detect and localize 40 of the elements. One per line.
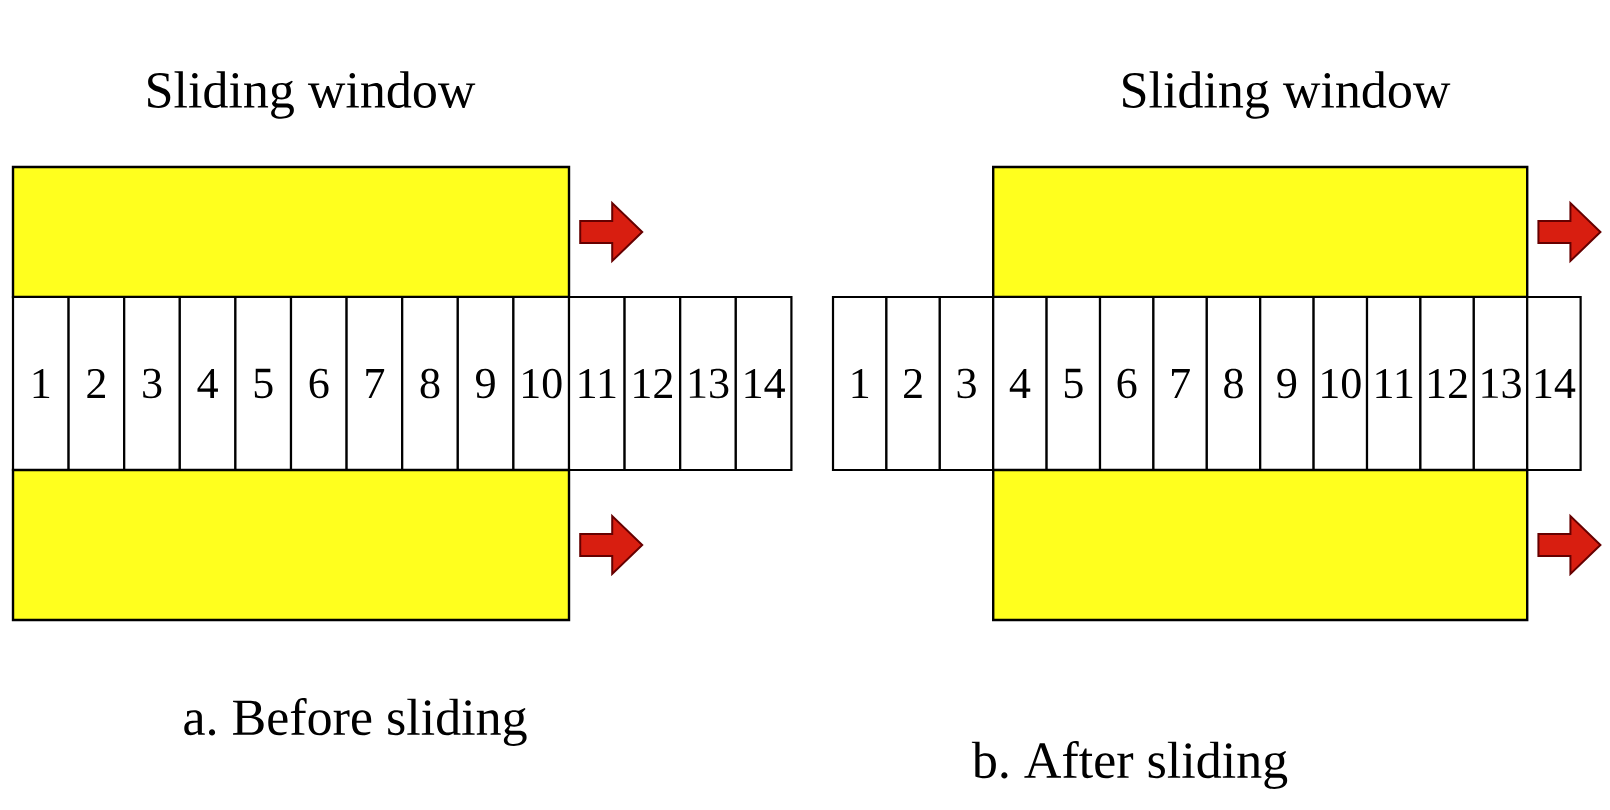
cell: 5 [1045, 295, 1102, 472]
cell: 4 [178, 295, 237, 472]
cell: 12 [623, 295, 682, 472]
cell: 14 [734, 295, 793, 472]
window-band [11, 468, 571, 622]
window-band [992, 165, 1529, 299]
panel-title: Sliding window [1123, 71, 1451, 119]
window-band [992, 468, 1529, 622]
cell: 4 [992, 295, 1048, 472]
panel-caption: b. After sliding [971, 741, 1288, 789]
cell: 13 [679, 295, 737, 472]
cell: 10 [1312, 295, 1369, 472]
cell: 1 [11, 295, 70, 472]
arrow [579, 513, 644, 577]
cell: 10 [512, 295, 571, 472]
arrow [579, 200, 644, 264]
cell: 2 [67, 295, 126, 472]
cell: 5 [234, 295, 293, 472]
cell: 9 [456, 295, 515, 472]
cell: 11 [1365, 295, 1422, 472]
cell: 6 [1098, 295, 1155, 472]
cell: 3 [938, 295, 995, 472]
cell: 8 [401, 295, 459, 472]
cell: 3 [123, 295, 181, 472]
cell: 13 [1472, 295, 1529, 472]
arrow [1537, 200, 1602, 264]
cell: 7 [345, 295, 404, 472]
cell: 2 [885, 295, 941, 472]
cell: 12 [1419, 295, 1475, 472]
panel-caption: a. Before sliding [184, 698, 527, 746]
cell: 9 [1259, 295, 1315, 472]
cell: 7 [1152, 295, 1208, 472]
cell: 11 [567, 295, 626, 472]
cell: 1 [831, 295, 888, 472]
window-band [11, 165, 571, 299]
cell: 6 [289, 295, 348, 472]
cell: 14 [1526, 295, 1582, 472]
panel-title: Sliding window [148, 71, 476, 119]
arrow [1537, 513, 1602, 577]
cell: 8 [1205, 295, 1262, 472]
